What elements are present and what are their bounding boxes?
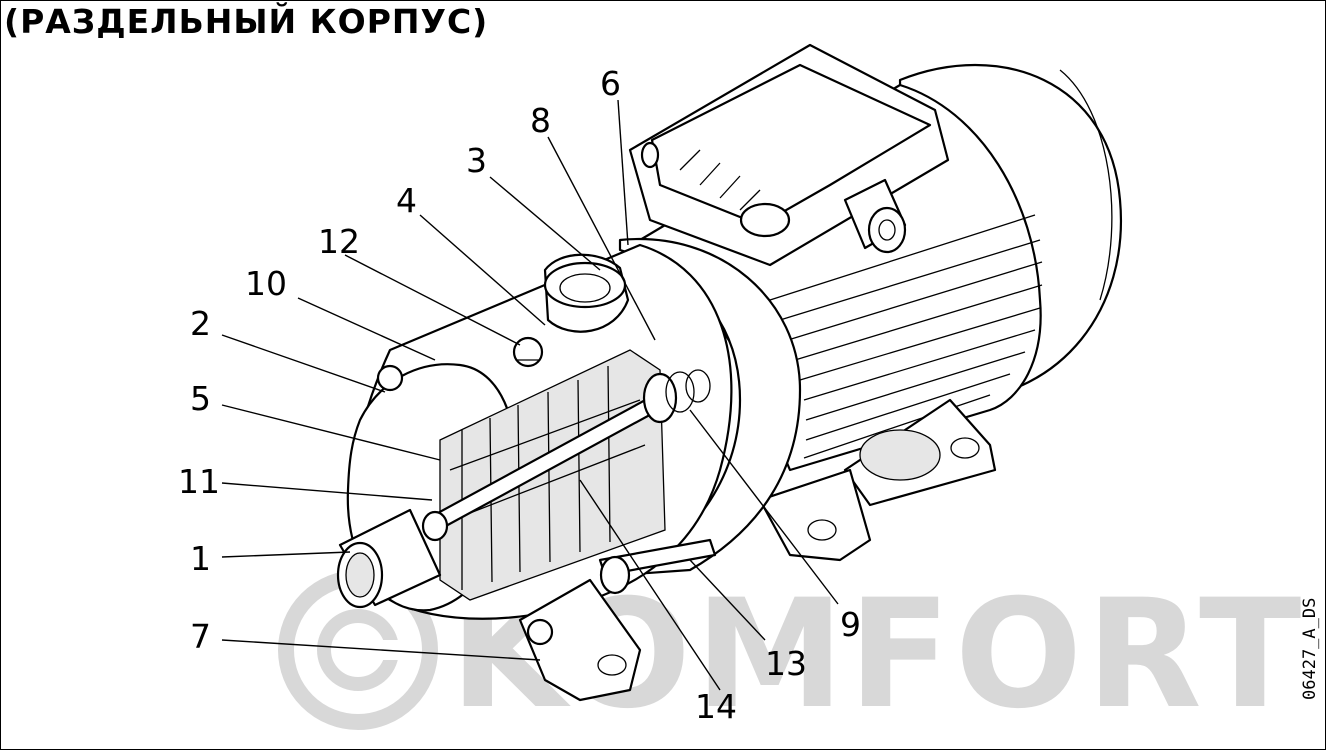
label-6: 6 (600, 64, 621, 103)
label-8: 8 (530, 101, 551, 140)
label-2: 2 (190, 304, 211, 343)
pump-body (336, 243, 733, 702)
label-14: 14 (695, 687, 737, 726)
label-11: 11 (178, 462, 220, 501)
label-13: 13 (765, 644, 807, 683)
label-5: 5 (190, 379, 211, 418)
leader-lines (221, 99, 839, 691)
motor (618, 43, 1123, 577)
label-10: 10 (245, 264, 287, 303)
label-12: 12 (318, 222, 360, 261)
label-3: 3 (466, 141, 487, 180)
label-7: 7 (190, 617, 211, 656)
page-title: (РАЗДЕЛЬНЫЙ КОРПУС) (4, 2, 489, 41)
label-9: 9 (840, 605, 861, 644)
label-4: 4 (396, 181, 417, 220)
label-1: 1 (190, 539, 211, 578)
part-labels: 1 2 3 4 5 6 7 8 9 10 11 12 13 14 (178, 64, 861, 726)
